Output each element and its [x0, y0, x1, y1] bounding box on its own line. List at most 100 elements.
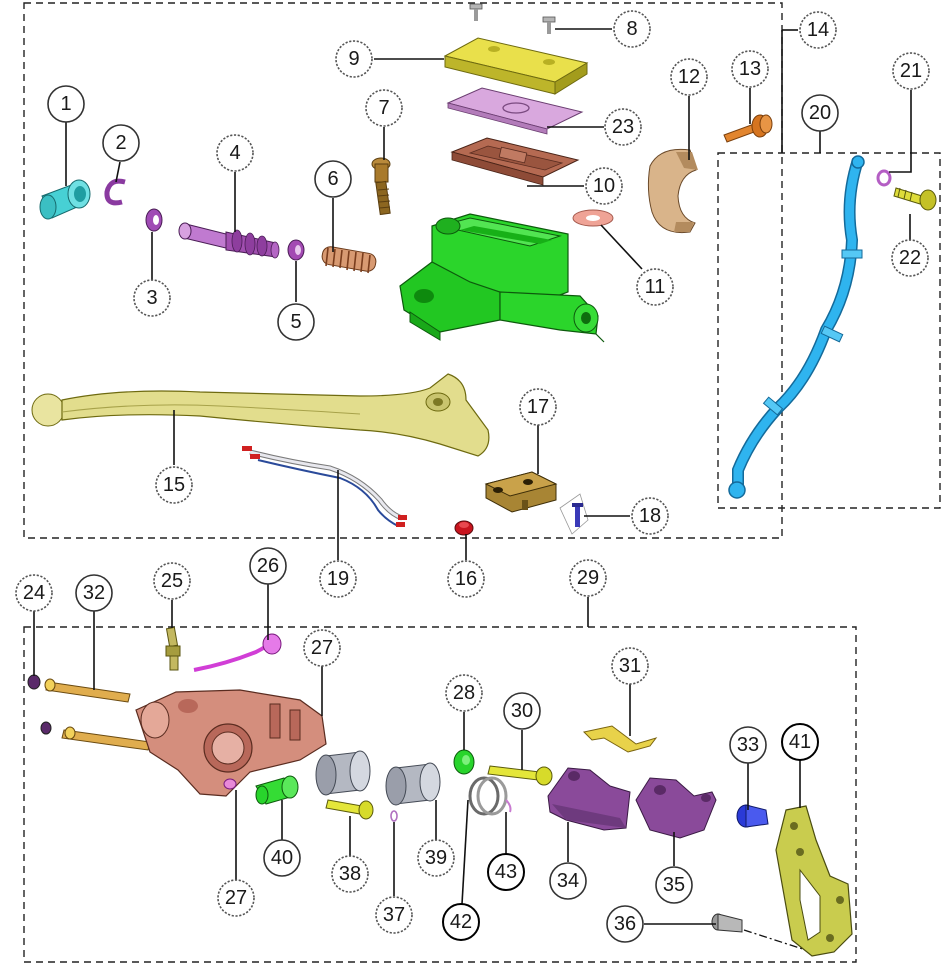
svg-text:2: 2 — [115, 132, 126, 154]
svg-text:33: 33 — [737, 734, 759, 756]
callout-29: 29 — [569, 559, 607, 597]
callout-43: 43 — [487, 853, 525, 891]
part-37-art — [390, 810, 398, 822]
part-28-art — [453, 749, 475, 775]
part-4-art — [178, 222, 280, 259]
group-box-caliper — [23, 626, 857, 963]
part-20-art — [728, 155, 865, 499]
callout-14: 14 — [799, 11, 837, 49]
callout-22: 22 — [891, 239, 929, 277]
callout-3: 3 — [133, 279, 171, 317]
svg-text:16: 16 — [455, 568, 477, 590]
callout-31: 31 — [611, 647, 649, 685]
master-cylinder-art — [399, 213, 605, 343]
group-box-master-cylinder — [23, 2, 783, 539]
part-41-art — [775, 805, 853, 957]
callout-8: 8 — [613, 10, 651, 48]
callout-28: 28 — [445, 674, 483, 712]
part-42-art — [468, 776, 508, 816]
callout-37: 37 — [375, 896, 413, 934]
part-23-art — [446, 87, 584, 135]
svg-text:25: 25 — [161, 570, 183, 592]
part-31-art — [582, 725, 658, 753]
part-39-art — [315, 750, 441, 806]
group-boxes — [23, 2, 941, 963]
callout-16: 16 — [447, 560, 485, 598]
callout-11: 11 — [636, 268, 674, 306]
callout-10: 10 — [585, 167, 623, 205]
part-6-art — [321, 246, 377, 274]
svg-text:21: 21 — [900, 60, 922, 82]
group-box-hose — [717, 152, 941, 509]
svg-text:43: 43 — [495, 861, 517, 883]
part-24-art — [27, 674, 41, 690]
callout-40: 40 — [263, 839, 301, 877]
svg-text:9: 9 — [348, 48, 359, 70]
part-13-art — [723, 114, 773, 143]
callout-35: 35 — [655, 866, 693, 904]
svg-text:22: 22 — [899, 247, 921, 269]
svg-text:24: 24 — [23, 582, 45, 604]
part-10-art — [450, 137, 580, 186]
svg-text:13: 13 — [739, 58, 761, 80]
svg-text:1: 1 — [60, 93, 71, 115]
svg-text:34: 34 — [557, 870, 579, 892]
svg-text:6: 6 — [327, 168, 338, 190]
svg-text:10: 10 — [593, 175, 615, 197]
svg-text:39: 39 — [425, 847, 447, 869]
svg-text:42: 42 — [450, 911, 472, 933]
callout-33: 33 — [729, 726, 767, 764]
svg-text:40: 40 — [271, 847, 293, 869]
part-8-art — [469, 3, 556, 34]
svg-text:7: 7 — [378, 97, 389, 119]
svg-text:27: 27 — [311, 637, 333, 659]
svg-text:26: 26 — [257, 555, 279, 577]
svg-text:20: 20 — [809, 102, 831, 124]
svg-text:11: 11 — [645, 276, 666, 298]
svg-text:12: 12 — [678, 66, 700, 88]
leader-lines — [33, 28, 912, 925]
callout-12: 12 — [670, 58, 708, 96]
svg-text:14: 14 — [807, 19, 829, 41]
callout-24: 24 — [15, 574, 53, 612]
part-21-art — [876, 169, 892, 187]
svg-text:27: 27 — [225, 887, 247, 909]
part-18-art — [559, 493, 589, 535]
callout-23: 23 — [604, 108, 642, 146]
callout-18: 18 — [631, 497, 669, 535]
callout-9: 9 — [335, 40, 373, 78]
part-38-art — [325, 799, 374, 820]
part-15-art — [31, 373, 490, 457]
svg-text:23: 23 — [612, 116, 634, 138]
callout-27-lower: 27 — [217, 879, 255, 917]
callout-41: 41 — [781, 723, 819, 761]
callout-38: 38 — [331, 855, 369, 893]
callout-15: 15 — [155, 466, 193, 504]
callout-34: 34 — [549, 862, 587, 900]
part-43-art — [505, 799, 512, 813]
part-12-art — [647, 148, 698, 234]
svg-text:5: 5 — [290, 311, 301, 333]
svg-text:41: 41 — [789, 731, 811, 753]
callout-42: 42 — [442, 903, 480, 941]
callout-15-text: 15 — [163, 474, 185, 496]
callout-7: 7 — [365, 89, 403, 127]
callout-36: 36 — [606, 905, 644, 943]
callout-21: 21 — [892, 52, 930, 90]
part-7-art — [371, 157, 391, 216]
callout-1: 1 — [47, 85, 85, 123]
svg-text:29: 29 — [577, 567, 599, 589]
part-22-art — [893, 187, 937, 211]
svg-text:32: 32 — [83, 582, 105, 604]
part-40-art — [255, 775, 299, 805]
callout-5: 5 — [277, 303, 315, 341]
callout-2: 2 — [102, 124, 140, 162]
part-32-art — [44, 678, 151, 751]
part-19-art — [230, 440, 416, 532]
part-1-art — [39, 179, 91, 220]
part-17-art — [484, 471, 558, 513]
callout-32: 32 — [75, 574, 113, 612]
part-34-art — [547, 767, 631, 831]
svg-text:3: 3 — [146, 287, 157, 309]
part-36-art — [711, 913, 813, 953]
